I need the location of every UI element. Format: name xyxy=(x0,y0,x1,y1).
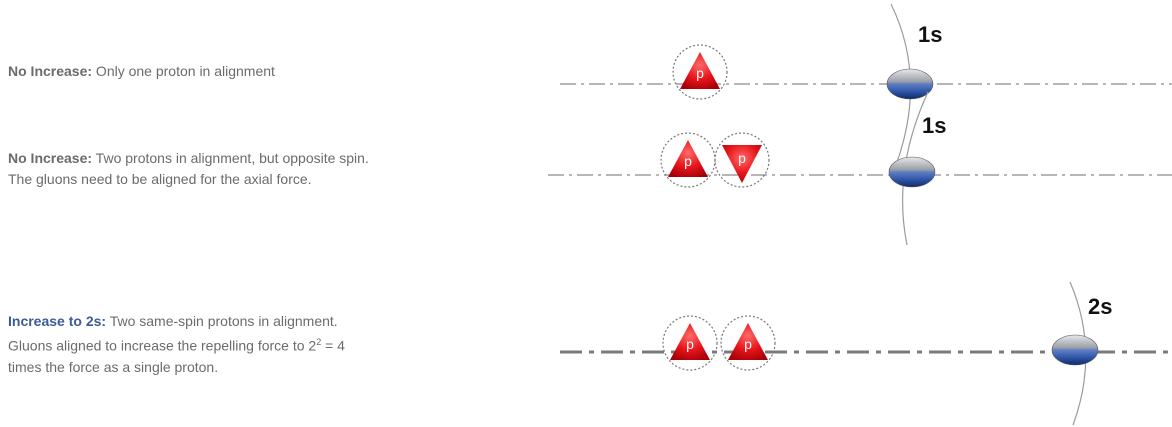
row-2-proton-2: p xyxy=(714,132,770,188)
row-3-proton-2: p xyxy=(720,315,776,371)
row-3-proton-2-up-triangle xyxy=(728,323,768,360)
row-3-text-line-2b: = 4 xyxy=(321,337,345,354)
row-1-description: No Increase: Only one proton in alignmen… xyxy=(8,61,275,82)
row-3-proton-1-up-triangle xyxy=(670,323,710,360)
row-1-proton: p xyxy=(672,44,728,100)
row-3-exponent: 2 xyxy=(316,337,322,347)
row-1-proton-boundary xyxy=(672,44,728,100)
row-3-proton-1-boundary xyxy=(662,315,718,371)
row-1-text: Only one proton in alignment xyxy=(92,63,275,79)
row-2-proton-2-down-triangle xyxy=(722,145,762,183)
row-2-proton-1-up-triangle xyxy=(668,140,708,177)
row-3-electron xyxy=(1051,334,1099,366)
row-3-proton-2-label: p xyxy=(744,336,752,352)
row-3-description: Increase to 2s: Two same-spin protons in… xyxy=(8,311,345,378)
row-1-lead: No Increase: xyxy=(8,63,93,79)
row-2-lead: No Increase: xyxy=(8,150,93,166)
row-2-proton-2-boundary xyxy=(714,132,770,188)
row-3-proton-2-boundary xyxy=(720,315,776,371)
row-3-text-line-3: times the force as a single proton. xyxy=(8,358,219,375)
row-3-orbital-label: 2s xyxy=(1088,294,1112,319)
row-2-description: No Increase: Two protons in alignment, b… xyxy=(8,148,369,190)
row-2-proton-1: p xyxy=(660,132,716,188)
row-2-proton-1-label: p xyxy=(684,153,692,169)
row-2-orbital-label: 1s xyxy=(922,113,946,138)
row-1-orbital-label: 1s xyxy=(918,22,942,47)
row-2-text-line-1: Two protons in alignment, but opposite s… xyxy=(92,150,369,166)
row-1-electron xyxy=(886,68,934,100)
row-2-proton-2-label: p xyxy=(738,150,746,166)
row-1-proton-label: p xyxy=(696,65,704,81)
row-3-lead: Increase to 2s: xyxy=(8,313,107,329)
row-2-text-line-2: The gluons need to be aligned for the ax… xyxy=(8,171,312,187)
row-3-text-line-1: Two same-spin protons in alignment. xyxy=(106,313,338,329)
row-2-electron xyxy=(888,156,936,188)
row-3-text-line-2: Gluons aligned to increase the repelling… xyxy=(8,337,317,354)
row-1-proton-up-triangle xyxy=(680,52,720,89)
row-3-proton-1: p xyxy=(662,315,718,371)
row-3-proton-1-label: p xyxy=(686,336,694,352)
